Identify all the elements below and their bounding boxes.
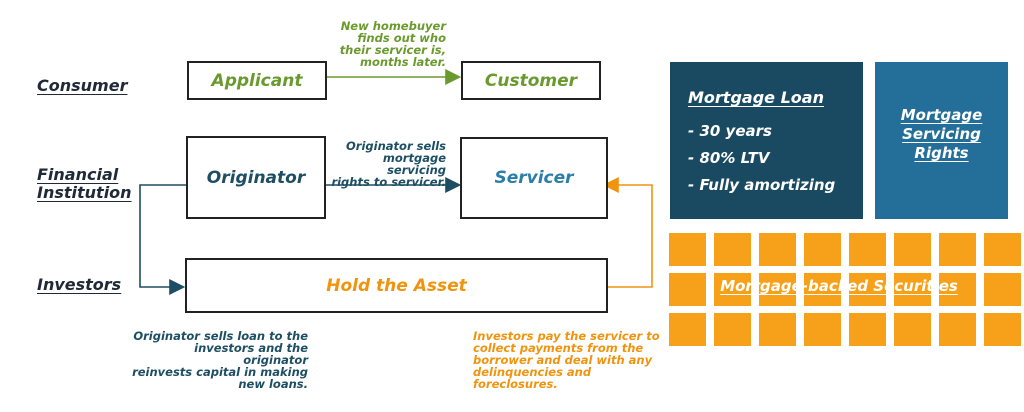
hold-the-asset-box: Hold the Asset	[185, 258, 608, 313]
mortgage-loan-card: Mortgage Loan - 30 years - 80% LTV - Ful…	[670, 62, 863, 219]
originator-box: Originator	[186, 136, 326, 219]
mbs-tile	[759, 273, 796, 306]
mbs-tile	[759, 313, 796, 346]
note-investors-pay: Investors pay the servicer to collect pa…	[473, 329, 660, 391]
mbs-tile	[669, 313, 706, 346]
mbs-tile	[939, 313, 976, 346]
mbs-tile	[939, 273, 976, 306]
note-sells-loan: Originator sells loan to the investors a…	[132, 329, 308, 391]
mortgage-loan-title: Mortgage Loan	[688, 88, 824, 107]
note-sells-rights: Originator sells mortgage servicing righ…	[331, 139, 446, 189]
mortgage-loan-bullet: - Fully amortizing	[688, 176, 836, 194]
servicing-rights-card: Mortgage Servicing Rights	[875, 62, 1008, 219]
mbs-tile	[984, 313, 1021, 346]
servicer-box: Servicer	[460, 137, 608, 219]
mortgage-loan-bullet: - 80% LTV	[688, 149, 770, 167]
customer-box: Customer	[461, 61, 601, 100]
mbs-tile	[984, 233, 1021, 266]
mbs-tile	[804, 313, 841, 346]
mbs-tile	[714, 313, 751, 346]
arrow-originator-to-hold	[139, 184, 186, 295]
servicing-rights-title: Mortgage Servicing Rights	[900, 106, 983, 162]
mbs-tile	[714, 273, 751, 306]
applicant-box: Applicant	[187, 61, 327, 100]
note-homebuyer: New homebuyer finds out who their servic…	[339, 19, 446, 69]
mbs-tile	[714, 233, 751, 266]
mbs-tile	[849, 273, 886, 306]
mbs-tile	[804, 233, 841, 266]
arrow-hold-to-servicer	[602, 177, 653, 288]
mortgage-loan-bullets: - 30 years - 80% LTV - Fully amortizing	[688, 118, 835, 199]
mbs-tile	[984, 273, 1021, 306]
row-label-investors: Investors	[37, 275, 122, 294]
mbs-tile	[939, 233, 976, 266]
mbs-tile	[849, 313, 886, 346]
mbs-tile-grid	[669, 233, 1021, 347]
mbs-tile	[894, 273, 931, 306]
row-label-financial-institution: Financial Institution	[37, 165, 132, 202]
mbs-tile	[669, 273, 706, 306]
row-label-consumer: Consumer	[37, 76, 128, 95]
mortgage-loan-bullet: - 30 years	[688, 122, 772, 140]
mbs-tile	[669, 233, 706, 266]
mbs-tile	[759, 233, 796, 266]
mbs-tile	[894, 313, 931, 346]
mbs-tile	[804, 273, 841, 306]
mbs-tile	[849, 233, 886, 266]
mbs-tile	[894, 233, 931, 266]
mbs-label: Mortgage-backed Securities	[720, 277, 958, 295]
